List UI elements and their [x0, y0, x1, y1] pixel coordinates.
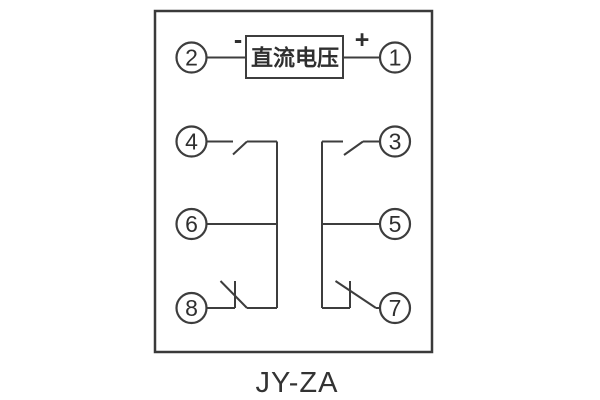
terminal-6-label: 6	[185, 211, 198, 237]
terminal-1-circle	[378, 41, 412, 74]
normally-open-contact-3	[322, 140, 381, 156]
contact-blade-3	[343, 140, 364, 156]
normally-closed-contact-7	[322, 280, 381, 309]
terminal-3: 3	[378, 125, 412, 158]
terminal-5-label: 5	[389, 211, 402, 237]
dc-voltage-box-label: 直流电压	[251, 46, 339, 72]
terminal-3-circle	[378, 125, 412, 158]
terminal-8-label: 8	[185, 295, 198, 321]
contact-blade-7	[334, 280, 377, 309]
normally-open-contact-4	[206, 140, 277, 156]
contact-blade-4	[232, 140, 248, 156]
terminal-7-label: 7	[389, 295, 402, 321]
terminal-8-circle	[175, 291, 208, 325]
minus-sign: -	[234, 26, 242, 54]
terminal-2-circle	[175, 41, 208, 74]
left-contact-group: 4 6 8	[175, 125, 278, 325]
terminal-7: 7	[378, 291, 412, 325]
terminal-5-circle	[378, 207, 412, 241]
terminal-2-label: 2	[185, 45, 198, 71]
terminal-4-label: 4	[185, 129, 198, 155]
model-caption: JY-ZA	[256, 367, 339, 399]
terminal-1: 1	[378, 41, 412, 74]
normally-closed-contact-8	[206, 280, 277, 309]
device-outline	[153, 9, 434, 354]
terminal-4-circle	[175, 125, 208, 158]
terminal-5: 5	[378, 207, 412, 241]
power-input-section: 直流电压 - + 2 1	[175, 26, 412, 79]
terminal-2: 2	[175, 41, 208, 74]
terminal-1-label: 1	[389, 45, 402, 71]
contact-blade-8	[219, 280, 248, 309]
plus-sign: +	[355, 26, 370, 54]
dc-voltage-box	[245, 35, 344, 79]
terminal-6: 6	[175, 207, 208, 241]
terminal-8: 8	[175, 291, 208, 325]
right-contact-group: 3 5 7	[321, 125, 412, 325]
terminal-6-circle	[175, 207, 208, 241]
terminal-3-label: 3	[389, 129, 402, 155]
terminal-4: 4	[175, 125, 208, 158]
terminal-7-circle	[378, 291, 412, 325]
